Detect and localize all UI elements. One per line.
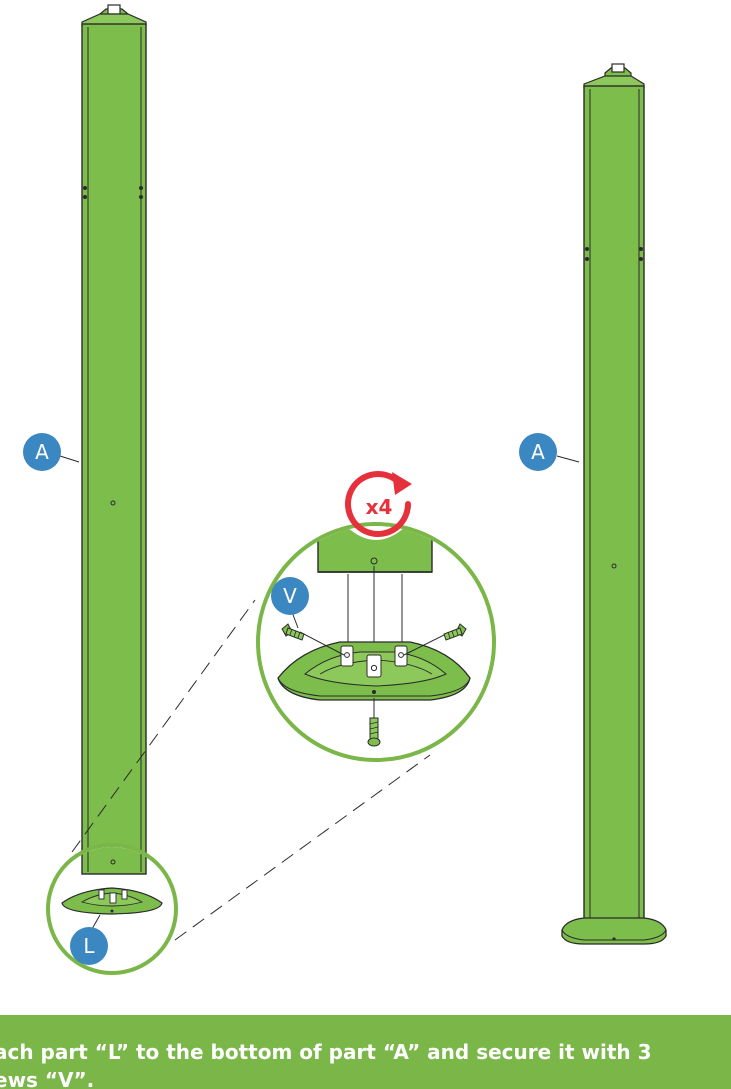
label-a-left: A — [23, 433, 61, 471]
detail-circle-large — [256, 522, 496, 762]
screw-v-bottom — [367, 717, 381, 747]
post-a-right — [561, 63, 667, 945]
leader-line-a-left — [59, 455, 80, 463]
label-a-right: A — [519, 433, 557, 471]
label-a-left-text: A — [35, 440, 49, 464]
zoom-line-top — [71, 599, 256, 853]
detail-circle-small — [46, 843, 178, 975]
leader-line-a-right — [556, 455, 580, 463]
label-v-text: V — [283, 584, 297, 608]
label-v: V — [271, 577, 309, 615]
screw-v-right — [443, 623, 467, 641]
post-a-left — [81, 4, 147, 875]
label-a-right-text: A — [531, 440, 545, 464]
screw-v-left — [281, 623, 305, 641]
label-l-text: L — [83, 934, 95, 958]
rotate-arrow-icon: x4 — [345, 471, 412, 537]
multiplier-label: x4 — [366, 495, 393, 519]
label-l: L — [70, 927, 108, 965]
instruction-banner: ach part “L” to the bottom of part “A” a… — [0, 1015, 731, 1089]
zoom-line-bottom — [174, 754, 431, 941]
instruction-text: ach part “L” to the bottom of part “A” a… — [0, 1040, 652, 1089]
